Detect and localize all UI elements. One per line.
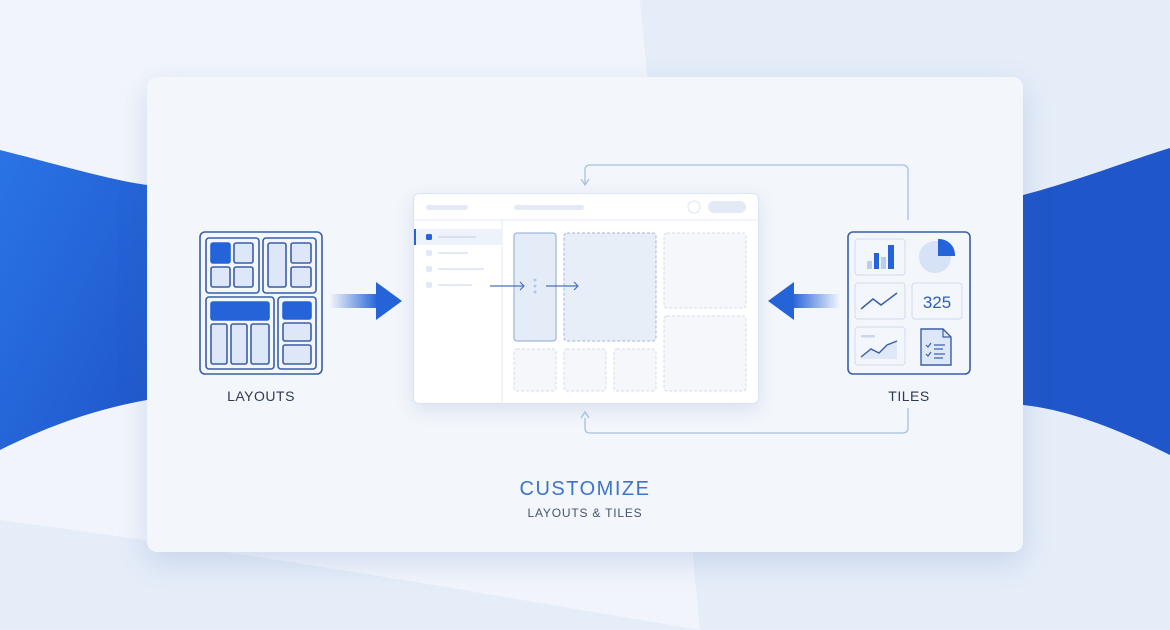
feedback-loop-lines xyxy=(580,164,909,434)
kpi-value: 325 xyxy=(923,293,951,312)
layout-grid-icon xyxy=(199,231,323,375)
footer-title: CUSTOMIZE xyxy=(519,478,651,500)
tiles-label: TILES xyxy=(888,388,930,404)
tiles-icon: 325 xyxy=(847,231,971,375)
arrow-right-icon xyxy=(330,282,402,320)
checklist-document-icon xyxy=(920,328,952,366)
pie-chart-icon xyxy=(919,238,956,273)
area-chart-icon xyxy=(860,335,898,359)
line-chart-icon xyxy=(860,292,898,310)
arrow-left-icon xyxy=(768,282,840,320)
dashboard-mockup xyxy=(413,193,759,404)
footer-subtitle: LAYOUTS & TILES xyxy=(527,506,643,520)
layouts-label: LAYOUTS xyxy=(227,388,295,404)
bar-chart-icon xyxy=(867,245,894,269)
